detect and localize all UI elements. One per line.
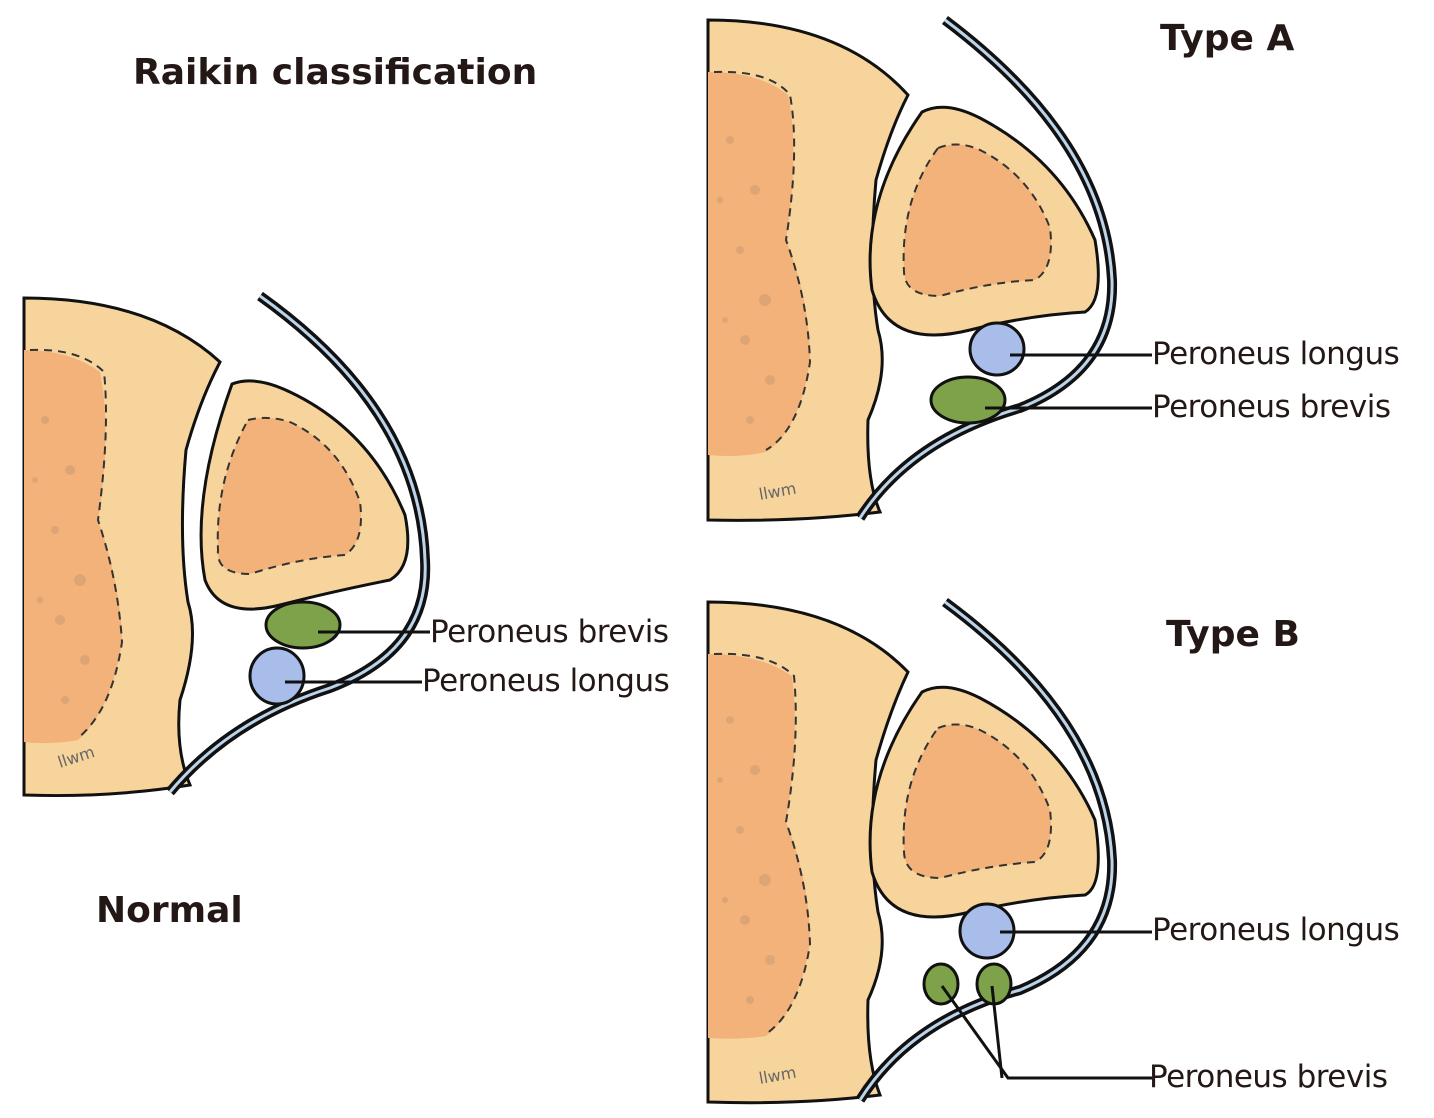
peroneus-longus-tendon bbox=[968, 321, 1026, 377]
label-type-b-peroneus-longus: Peroneus longus bbox=[1152, 912, 1400, 948]
fibula-bone bbox=[199, 379, 410, 611]
peroneus-brevis-tendon bbox=[929, 375, 1007, 425]
label-type-b-peroneus-brevis: Peroneus brevis bbox=[1149, 1059, 1388, 1095]
leader-line bbox=[940, 985, 1152, 1080]
label-type-a-peroneus-longus: Peroneus longus bbox=[1152, 336, 1400, 372]
leader-line bbox=[990, 985, 1004, 1079]
panel-normal: llwm bbox=[22, 291, 431, 798]
panel-title-type-a: Type A bbox=[1160, 18, 1295, 59]
peroneus-brevis-tendon-1 bbox=[922, 962, 960, 1006]
main-title: Raikin classification bbox=[133, 52, 538, 93]
fibula-bone bbox=[868, 105, 1100, 337]
panel-type-b: llwm bbox=[706, 597, 1152, 1105]
calcaneus-bone bbox=[22, 296, 222, 798]
calcaneus-bone bbox=[706, 600, 910, 1105]
peroneus-brevis-tendon bbox=[264, 600, 342, 650]
peroneus-longus-tendon bbox=[248, 646, 306, 706]
panel-title-type-b: Type B bbox=[1166, 614, 1300, 655]
label-type-a-peroneus-brevis: Peroneus brevis bbox=[1152, 389, 1391, 425]
label-normal-peroneus-brevis: Peroneus brevis bbox=[430, 614, 669, 650]
panel-type-a: llwm bbox=[706, 16, 1152, 522]
label-normal-peroneus-longus: Peroneus longus bbox=[422, 663, 670, 699]
panel-title-normal: Normal bbox=[96, 890, 243, 931]
fibula-bone bbox=[868, 685, 1100, 919]
